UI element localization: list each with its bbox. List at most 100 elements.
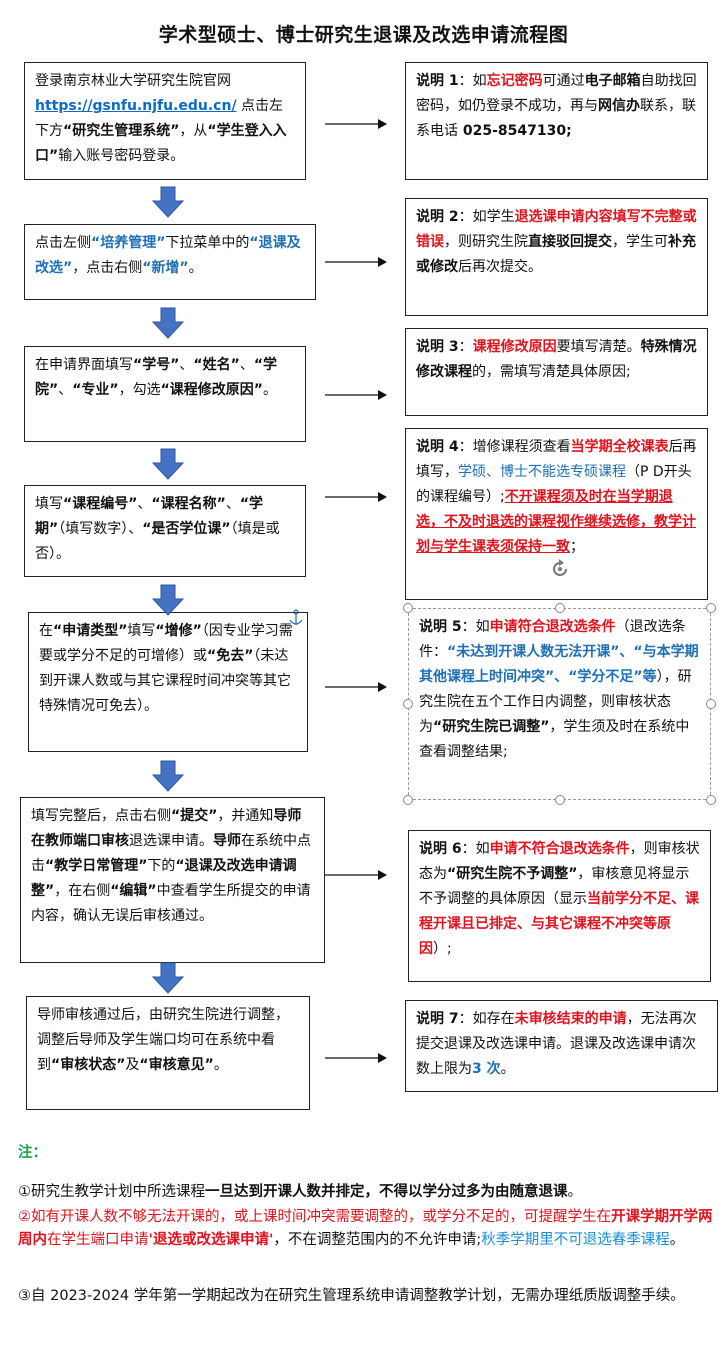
right-arrow-icon (325, 390, 387, 400)
down-arrow-icon (152, 760, 184, 792)
step5-highlight: “增修” (155, 623, 202, 639)
note6-text: ，则审核状态为 (419, 841, 700, 882)
step2-highlight: “新增” (142, 260, 189, 276)
note4-red: 不开课程须及时在当学期退选，不及时退选的课程视作继续选修，教学计划与学生课表须保… (416, 489, 696, 555)
step3-text: 。 (263, 382, 278, 398)
step7-text: 及 (125, 1057, 140, 1073)
step5-highlight: “申请类型” (53, 623, 128, 639)
note-box-5[interactable]: 说明 5：如申请符合退改选条件（退改选条件：“未达到开课人数无法开课”、“与本学… (408, 608, 711, 800)
note3-red: 课程修改原因 (472, 339, 557, 355)
step-box-2: 点击左侧“培养管理”下拉菜单中的“退课及改选”，点击右侧“新增”。 (24, 224, 316, 300)
resize-handle[interactable] (403, 603, 413, 613)
step6-highlight: “编辑” (110, 883, 157, 899)
note1-text: ：如 (458, 73, 487, 89)
note-label: 说明 1 (416, 73, 459, 89)
step3-text: 、 (179, 357, 194, 373)
step2-text: ，点击右侧 (72, 260, 143, 276)
step-box-5: 在“申请类型”填写“增修”（因专业学习需要或学分不足的可增修）或“免去”（未达到… (28, 609, 308, 752)
note5-text: ），研究生院在五个工作日内调整，则审核状态为 (419, 669, 692, 735)
note3-text: 的，需填写清楚具体原因; (472, 364, 631, 380)
step-box-4: 填写“课程编号”、“课程名称”、“学期”（填写数字）、“是否学位课”（填是或否）… (24, 485, 306, 577)
resize-handle[interactable] (403, 699, 413, 709)
resize-handle[interactable] (706, 603, 716, 613)
step1-highlight: “研究生管理系统” (63, 123, 180, 139)
note6-text: ，审核意见将显示不予调整的具体原因（显示 (419, 866, 690, 907)
resize-handle[interactable] (706, 699, 716, 709)
note7-text: ，无法再次提交退课及改选课申请。退课及改选课申请次数上限为 (416, 1011, 697, 1077)
step5-text: （未达到开课人数或与其它课程时间冲突等其它特殊情况可免去）。 (39, 648, 291, 714)
note2-highlight: 补充或修改 (416, 234, 696, 275)
note4-text: ； (570, 539, 584, 555)
step4-text: （填写数字）、 (58, 521, 143, 537)
step6-text: 退选课申请。 (129, 833, 213, 849)
footer2-text: 。 (669, 1232, 685, 1248)
step4-text: 填写 (35, 496, 63, 512)
step6-text: 下的 (147, 858, 176, 874)
note-box-7: 说明 7：如存在未审核结束的申请，无法再次提交退课及改选课申请。退课及改选课申请… (405, 1000, 718, 1092)
down-arrow-icon (152, 962, 184, 994)
step6-highlight: “退课及改选申请调整” (31, 858, 297, 899)
step-box-7: 导师审核通过后，由研究生院进行调整，调整后导师及学生端口均可在系统中看到“审核状… (26, 996, 310, 1110)
note1-text: 自助找回密码，如仍登录不成功，再与 (416, 73, 697, 114)
note5-highlight: “研究生院已调整” (433, 719, 550, 735)
step2-highlight: “退课及改选” (35, 235, 301, 276)
step4-text: 、 (137, 496, 152, 512)
step5-highlight: “免去” (207, 648, 254, 664)
note-box-1: 说明 1：如忘记密码可通过电子邮箱自助找回密码，如仍登录不成功，再与网信办联系，… (405, 62, 708, 180)
step7-highlight: “审核意见” (139, 1057, 214, 1073)
rotate-handle-icon[interactable] (549, 558, 571, 580)
step4-highlight: “课程编号” (63, 496, 138, 512)
note1-highlight: 025-8547130; (458, 123, 572, 139)
step5-text: （因专业学习需要或学分不足的可增修）或 (39, 623, 293, 664)
resize-handle[interactable] (555, 795, 565, 805)
note4-red: 当学期全校课表 (570, 439, 669, 455)
note6-text: ）; (433, 941, 452, 957)
footer-heading: 注： (18, 1145, 47, 1161)
resize-handle[interactable] (706, 795, 716, 805)
down-arrow-icon (152, 584, 184, 616)
note1-text: 可通过 (542, 73, 585, 89)
note6-red: 当前学分不足、课程开课且已排定、与其它课程不冲突等原因 (419, 891, 699, 957)
down-arrow-icon (152, 307, 184, 339)
step5-text: 填写 (127, 623, 156, 639)
note5-blue: “未达到开课人数无法开课”、“与本学期其他课程上时间冲突”、“学分不足”等 (419, 644, 699, 685)
step4-highlight: “学期” (35, 496, 264, 537)
note6-text: ：如 (461, 841, 490, 857)
step3-text: 、 (239, 357, 254, 373)
note-label: 说明 2 (416, 209, 459, 225)
resize-handle[interactable] (555, 603, 565, 613)
step3-highlight: “学号” (133, 357, 180, 373)
step3-text: 、 (58, 382, 73, 398)
step6-text: 中查看学生所提交的申请内容，确认无误后审核通过。 (31, 883, 311, 924)
step3-highlight: “课程修改原因” (160, 382, 264, 398)
step6-text: ，并通知 (217, 808, 274, 824)
footer1-text: ①研究生教学计划中所选课程 (18, 1184, 205, 1200)
step1-text: 点击左下方 (35, 98, 284, 139)
step1-highlight: “学生登入入口” (35, 123, 287, 164)
note3-text: 要填写清楚。 (556, 339, 641, 355)
resize-handle[interactable] (403, 795, 413, 805)
note4-text: ：增修课程须查看 (458, 439, 571, 455)
note1-text: 联系，联系电话 (416, 98, 696, 139)
right-arrow-icon (325, 682, 387, 692)
note-label: 说明 5 (419, 619, 462, 635)
note2-highlight: 直接驳回 (528, 234, 584, 250)
step3-text: 在申请界面填写 (35, 357, 133, 373)
note6-highlight: “研究生院不予调整” (447, 866, 578, 882)
step1-text: 输入账号密码登录。 (58, 148, 185, 164)
footer2-highlight: 开课学期开学两周内 (18, 1209, 713, 1248)
note2-text: ，则研究生院 (444, 234, 528, 250)
step3-highlight: “姓名” (193, 357, 240, 373)
footer-note-1: ①研究生教学计划中所选课程一旦达到开课人数并排定，不得以学分过多为由随意退课。 (18, 1181, 718, 1204)
step-box-6: 填写完整后，点击右侧“提交”，并通知导师在教师端口审核退选课申请。导师在系统中点… (20, 797, 325, 963)
note1-red: 忘记密码 (486, 73, 543, 89)
step3-text: ，勾选 (118, 382, 161, 398)
step7-text: 导师审核通过后，由研究生院进行调整，调整后导师及学生端口均可在系统中看到 (37, 1007, 289, 1073)
website-link[interactable]: https://gsnfu.njfu.edu.cn/ (35, 98, 237, 114)
footer1-highlight: 一旦达到开课人数并排定，不得以学分过多为由随意退课 (205, 1184, 568, 1200)
step7-highlight: “审核状态” (51, 1057, 126, 1073)
footer3-text: ③自 2023-2024 学年第一学期起改为在研究生管理系统申请调整教学计划，无… (18, 1288, 685, 1304)
note2-red: 退选课申请内容填写不完整或错误 (416, 209, 697, 250)
note-label: 说明 7 (416, 1011, 459, 1027)
note-label: 说明 3 (416, 339, 459, 355)
